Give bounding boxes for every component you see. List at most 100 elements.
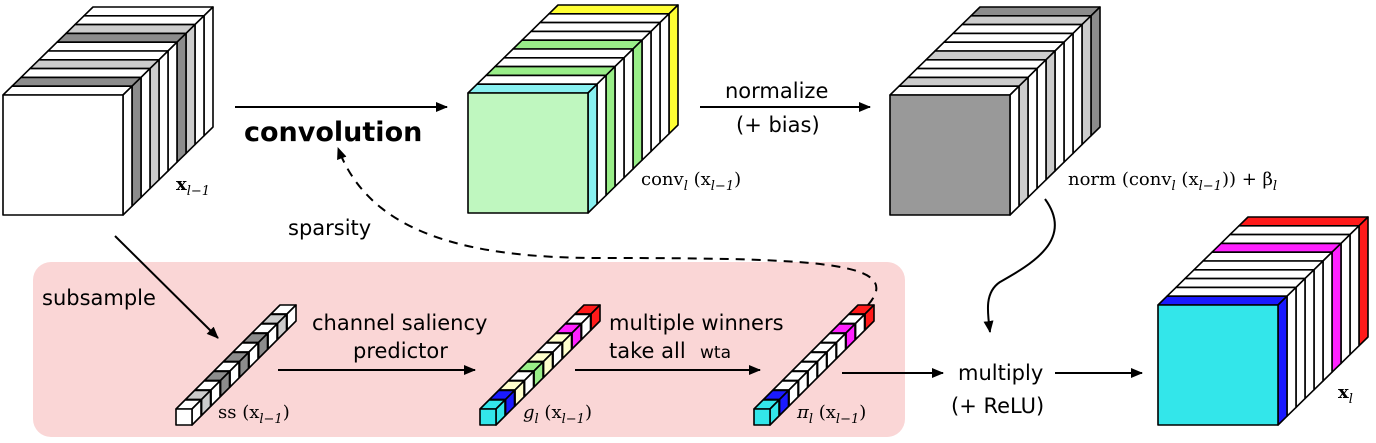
norm-tensor-icon <box>889 6 1101 216</box>
tensor-slice-side <box>596 74 607 205</box>
tensor-slice-side <box>122 85 133 216</box>
tensor-slice-top <box>467 83 598 94</box>
tensor-slice-side <box>185 23 196 155</box>
tensor-slice-side <box>605 65 616 197</box>
tensor-slice-side <box>1063 32 1074 163</box>
tensor-slice-top <box>476 74 607 85</box>
multiple-winners-label: multiple winners <box>609 311 784 335</box>
predictor-label: predictor <box>353 339 448 363</box>
tensor-slice-top <box>11 76 142 87</box>
tensor-slice-top <box>970 6 1101 17</box>
tensor-slice-top <box>47 41 178 52</box>
tensor-slice-top <box>20 67 151 79</box>
tensor-slice-top <box>1202 251 1333 262</box>
tensor-slice-side <box>614 56 625 188</box>
x-out-label: xl <box>1338 382 1353 407</box>
tensor-front-face <box>2 94 124 216</box>
tensor-slice-side <box>1009 85 1020 216</box>
tensor-slice-top <box>916 58 1047 70</box>
tensor-slice-top <box>943 32 1074 44</box>
tensor-slice-top <box>934 41 1065 52</box>
tensor-slice-top <box>907 67 1038 79</box>
tensor-slice-top <box>29 58 160 70</box>
tensor-slice-top <box>548 4 679 15</box>
tensor-slice-top <box>539 13 670 24</box>
wta-label: wta <box>700 343 731 363</box>
tensor-slice-side <box>632 39 643 170</box>
tensor-slice-side <box>203 6 214 137</box>
tensor-slice-side <box>587 83 598 214</box>
tensor-slice-top <box>83 6 214 17</box>
tensor-slice-side <box>1286 286 1297 418</box>
tensor-slice-side <box>1349 225 1360 356</box>
tensor-slice-side <box>1072 23 1083 155</box>
tensor-slice-side <box>1331 242 1342 374</box>
tensor-slice-side <box>1322 251 1333 382</box>
tensor-slice-top <box>530 21 661 33</box>
tensor-slice-top <box>1175 277 1306 289</box>
output-tensor-icon <box>1157 216 1369 426</box>
tensor-slice-top <box>898 76 1029 87</box>
tensor-slice-top <box>38 50 169 61</box>
tensor-slice-top <box>2 85 133 96</box>
g-vector-icon <box>479 304 601 426</box>
tensor-slice-side <box>194 15 205 146</box>
multiply-label: multiply <box>958 361 1043 385</box>
tensor-slice-side <box>176 32 187 163</box>
take-all-label: take all <box>609 339 686 363</box>
tensor-slice-top <box>925 50 1056 61</box>
tensor-front-face <box>1157 304 1279 426</box>
tensor-front-face <box>467 92 589 214</box>
tensor-slice-side <box>1340 233 1351 365</box>
tensor-slice-top <box>1166 286 1297 298</box>
tensor-slice-top <box>512 39 643 50</box>
tensor-slice-top <box>56 32 187 44</box>
pi-vector-icon <box>753 304 875 426</box>
tensor-slice-top <box>1220 233 1351 245</box>
saliency-predictor-region <box>33 262 905 437</box>
tensor-slice-side <box>158 50 169 181</box>
tensor-slice-top <box>1211 242 1342 253</box>
tensor-slice-side <box>1277 295 1288 426</box>
input-tensor-icon <box>2 6 214 216</box>
tensor-slice-side <box>641 30 652 161</box>
subsample-label: subsample <box>42 286 156 310</box>
tensor-slice-side <box>1358 216 1369 347</box>
tensor-slice-top <box>961 15 1092 26</box>
vector-cell-front <box>175 408 193 426</box>
norm-label: norm (convl (xl−1)) + βl <box>1068 169 1277 194</box>
bias-label: (+ bias) <box>736 113 820 137</box>
normalize-label: normalize <box>725 79 828 103</box>
tensor-slice-top <box>74 15 205 26</box>
tensor-slice-top <box>952 23 1083 35</box>
ss-label: ss (xl−1) <box>218 402 290 427</box>
arrow-subsample <box>114 235 219 339</box>
channel-saliency-label: channel saliency <box>312 311 487 335</box>
conv-label: convl (xl−1) <box>641 169 741 194</box>
tensor-slice-top <box>494 56 625 68</box>
tensor-slice-top <box>503 48 634 59</box>
tensor-slice-side <box>1304 268 1315 400</box>
tensor-slice-top <box>1157 295 1288 306</box>
tensor-front-face <box>889 94 1011 216</box>
tensor-slice-side <box>1090 6 1101 137</box>
tensor-slice-side <box>1295 277 1306 409</box>
tensor-slice-side <box>668 4 679 135</box>
vector-cell-front <box>479 408 497 426</box>
tensor-slice-top <box>1229 225 1360 236</box>
tensor-slice-side <box>1045 50 1056 181</box>
tensor-slice-side <box>1018 76 1029 207</box>
tensor-slice-side <box>623 48 634 179</box>
tensor-slice-top <box>521 30 652 42</box>
tensor-slice-side <box>1027 67 1038 199</box>
tensor-slice-top <box>1184 268 1315 280</box>
tensor-slice-top <box>65 23 196 35</box>
tensor-slice-side <box>1081 15 1092 146</box>
tensor-slice-side <box>659 13 670 144</box>
x-prev-label: xl−1 <box>176 174 210 199</box>
arrow-sparsity-dashed <box>337 147 878 306</box>
tensor-slice-side <box>1036 58 1047 190</box>
tensor-slice-side <box>167 41 178 172</box>
arrow-norm-to-multiply <box>983 198 1056 333</box>
convolution-label: convolution <box>244 117 422 148</box>
